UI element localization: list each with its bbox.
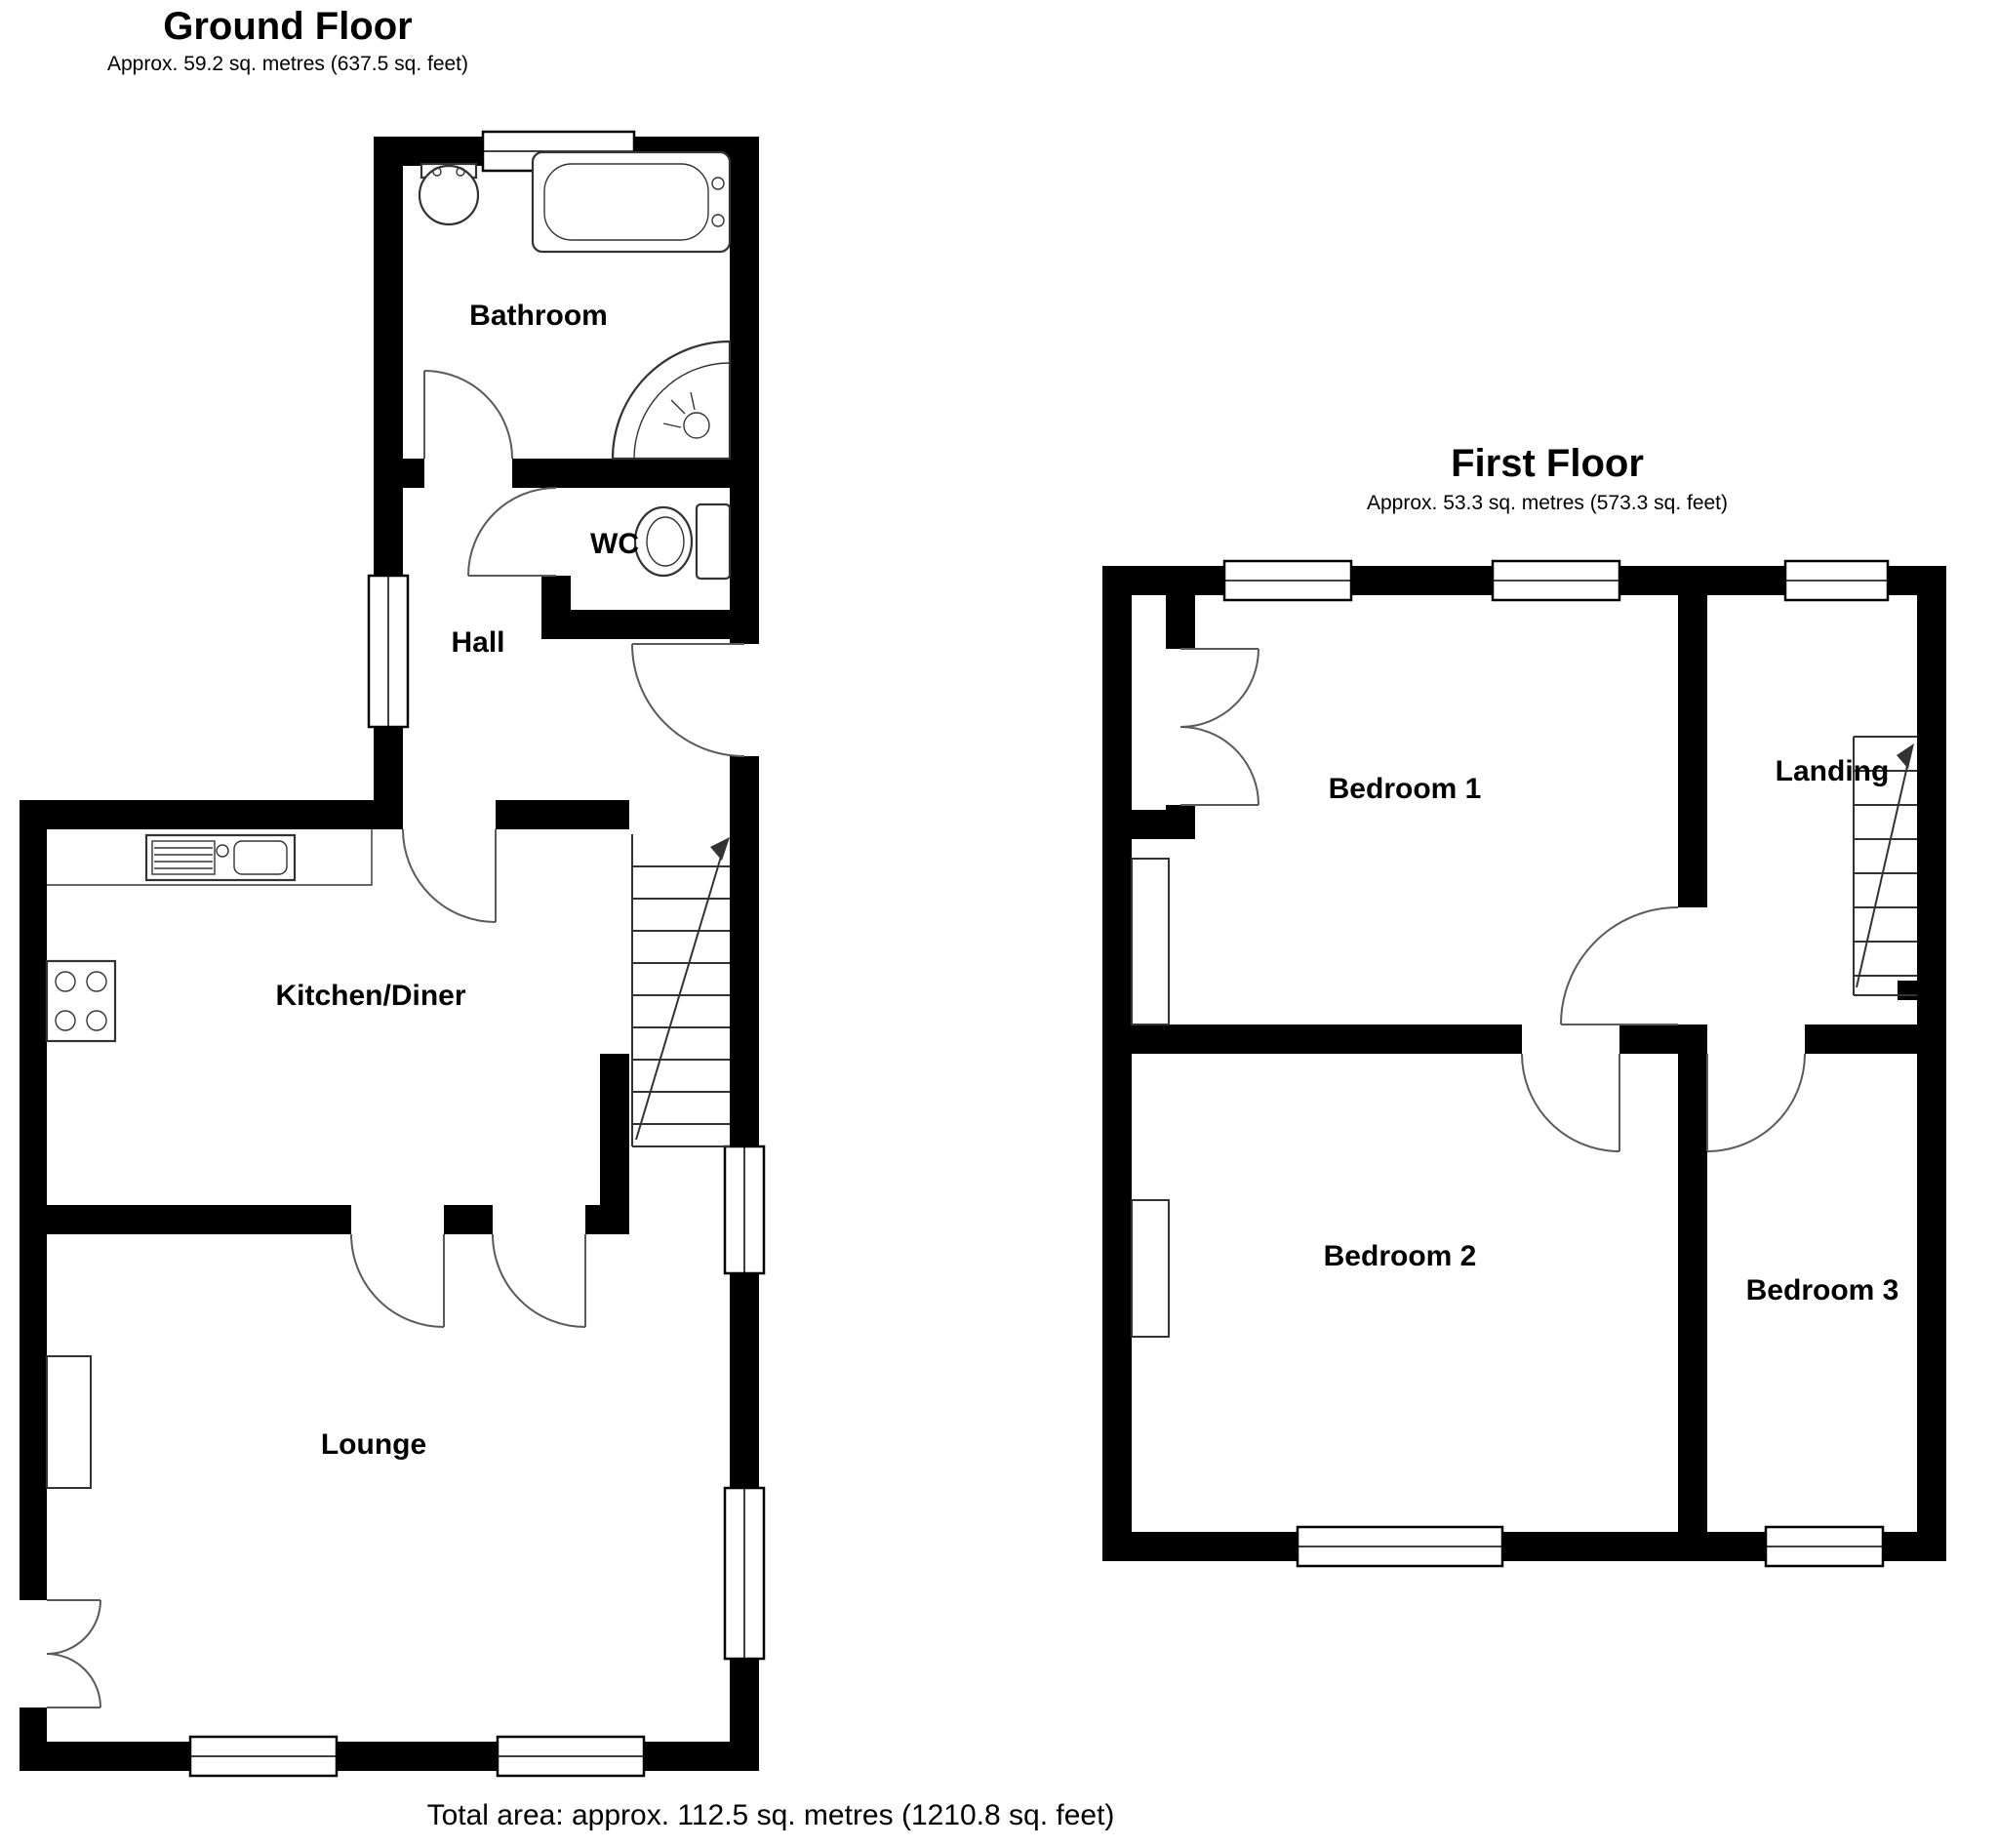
room-label-hall: Hall — [451, 626, 504, 659]
window — [188, 1735, 339, 1778]
ground-floor-title: Ground Floor — [163, 5, 413, 48]
room-label-wc: WC — [590, 528, 639, 560]
ground-floor-walls — [20, 137, 759, 1771]
first-floor-doors — [1179, 648, 1806, 1152]
door-arc — [46, 1599, 101, 1708]
first-floor-walls — [1102, 566, 1946, 1561]
first-floor-plan: First Floor Approx. 53.3 sq. metres (573… — [1102, 442, 1946, 1568]
window — [723, 1486, 766, 1661]
window — [1764, 1525, 1885, 1568]
door-arc — [492, 1233, 586, 1328]
room-label-bedroom2: Bedroom 2 — [1324, 1240, 1477, 1272]
shower-icon — [611, 340, 732, 461]
kitchen-fixtures — [45, 829, 373, 1043]
door-arc — [350, 1233, 445, 1328]
chimney-breast — [1131, 1199, 1170, 1338]
room-label-bathroom: Bathroom — [469, 300, 608, 332]
chimney-breast — [46, 1355, 92, 1489]
room-label-bedroom3: Bedroom 3 — [1746, 1274, 1899, 1306]
bathtub-icon — [531, 150, 732, 254]
kitchen-sink-icon — [144, 833, 297, 882]
first-floor-title: First Floor — [1451, 442, 1644, 485]
door-arc — [1521, 1053, 1620, 1152]
room-label-lounge: Lounge — [321, 1428, 426, 1461]
door-arc — [423, 370, 513, 460]
door-arc — [1706, 1053, 1806, 1152]
first-floor-windows — [1222, 559, 1890, 1568]
ground-floor-windows — [188, 130, 766, 1778]
ground-floor-plan: Ground Floor Approx. 59.2 sq. metres (63… — [20, 5, 766, 1778]
staircase-first-floor — [1853, 736, 1917, 996]
basin-icon — [418, 162, 480, 226]
window — [723, 1145, 766, 1275]
room-label-bedroom1: Bedroom 1 — [1329, 773, 1482, 805]
window — [1222, 559, 1353, 602]
window — [367, 574, 410, 729]
kitchen-counter — [47, 829, 373, 886]
stair-direction-arrow — [1897, 743, 1914, 769]
first-floor-subtitle: Approx. 53.3 sq. metres (573.3 sq. feet) — [1367, 492, 1728, 514]
stair-direction-arrow — [710, 837, 730, 861]
total-area-label: Total area: approx. 112.5 sq. metres (12… — [427, 1799, 1115, 1831]
door-arc — [1560, 906, 1679, 1025]
window — [496, 1735, 646, 1778]
room-label-landing: Landing — [1776, 755, 1890, 787]
ground-floor-subtitle: Approx. 59.2 sq. metres (637.5 sq. feet) — [107, 53, 468, 75]
toilet-icon — [633, 502, 732, 581]
window — [1296, 1525, 1504, 1568]
window — [1491, 559, 1621, 602]
chimney-breast — [1131, 858, 1170, 1025]
door-arc — [467, 487, 557, 577]
bathroom-fixtures — [418, 150, 732, 581]
door-arc — [631, 643, 745, 757]
ground-floor-doors — [46, 370, 745, 1708]
staircase-ground — [631, 834, 730, 1147]
window — [1783, 559, 1890, 602]
hob-icon — [45, 959, 117, 1043]
door-arc — [1179, 648, 1259, 806]
door-arc — [402, 828, 497, 923]
room-label-kitchen-diner: Kitchen/Diner — [275, 980, 465, 1012]
